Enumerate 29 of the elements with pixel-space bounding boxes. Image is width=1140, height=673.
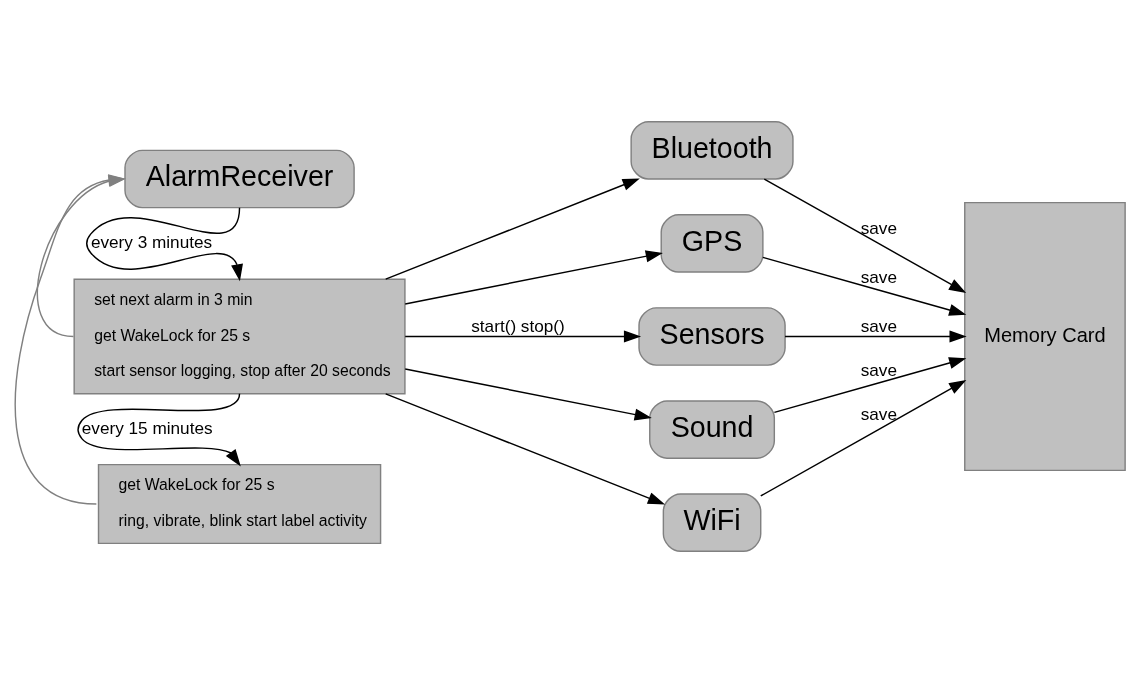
edge-label: start() stop(): [471, 315, 565, 336]
edge-label: every 3 minutes: [90, 231, 213, 252]
arrow: [762, 256, 967, 316]
arrow: [385, 178, 640, 280]
arrow: [763, 178, 967, 293]
edge-label: save: [860, 360, 897, 381]
arrow: [784, 330, 967, 343]
arrow: [404, 368, 652, 421]
arrow: [404, 330, 642, 343]
edge-label: save: [860, 404, 897, 425]
arrow: [760, 380, 967, 497]
arrow: [85, 206, 243, 282]
arrow: [77, 393, 241, 467]
node-box: set next alarm in 3 min get WakeLock for 25 s start sensor logging, stop after 20 seconds: [73, 278, 406, 395]
node-box: Bluetooth: [630, 121, 794, 180]
arrow: [385, 393, 666, 505]
edge-label: save: [860, 315, 897, 336]
edge-label: save: [860, 218, 897, 239]
edge-label: save: [860, 266, 897, 287]
arrow: [773, 357, 967, 414]
node-box: Sensors: [638, 307, 786, 366]
node-box: Sound: [649, 400, 776, 459]
node-box: get WakeLock for 25 s ring, vibrate, blink start label activity: [97, 463, 382, 545]
node-box: WiFi: [662, 493, 762, 552]
arrow: [404, 250, 663, 305]
node-box: AlarmReceiver: [124, 149, 355, 209]
edge-label: every 15 minutes: [81, 418, 213, 439]
node-box: Memory Card: [964, 201, 1126, 472]
node-box: GPS: [660, 214, 764, 273]
